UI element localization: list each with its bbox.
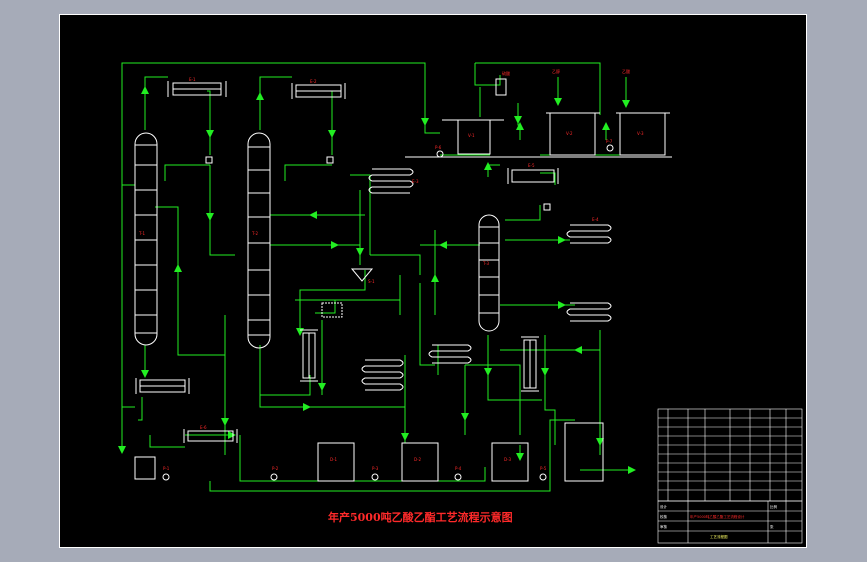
coil-cooler-e7 [566,302,612,322]
drum-d2 [401,442,439,482]
tag-e6: E-6 [200,425,207,430]
filter [321,302,343,318]
drum-d1 [317,442,355,482]
reboiler-1 [135,378,190,394]
coil-cooler-e8 [361,359,404,391]
tb-checked: 校核 [660,514,668,519]
tb-scale: 比例 [770,504,778,509]
column-t1 [134,132,158,346]
instrument-2 [326,156,334,164]
tag-feed-1: 乙醇 [552,68,560,74]
tag-v2: V-2 [566,131,573,136]
tag-e1: E-1 [189,77,196,82]
tag-p7: P-7 [606,139,613,144]
tag-feed-3: 硫酸 [502,70,510,76]
tag-p1: P-1 [163,466,170,471]
drawing-caption: 年产5000吨乙酸乙酯工艺流程示意图 [328,511,513,524]
exchanger-e6 [183,429,238,443]
process-lines [118,62,640,492]
equipment-tags: E-1 E-2 E-3 E-4 E-5 E-6 T-1 T-2 T-3 V-1 … [138,68,644,471]
condenser-e5 [507,168,559,184]
tag-t1: T-1 [138,231,146,236]
tag-p3: P-3 [372,466,379,471]
pumps [162,144,614,481]
equipment [134,78,672,482]
parts-list-table [657,408,803,502]
title-block [657,500,803,544]
tag-feed-2: 乙酸 [622,68,630,74]
tb-drawing-name: 工艺流程图 [710,534,728,539]
title-block-text: 设计 校核 审核 年产5000吨乙酸乙酯工艺流程设计 工艺流程图 比例 张 [660,504,778,539]
separator-s1 [350,268,374,282]
instrument-3 [543,203,551,211]
tag-d1: D-1 [330,457,338,462]
tag-separator: S-1 [368,279,375,284]
drawing-frame: E-1 E-2 E-3 E-4 E-5 E-6 T-1 T-2 T-3 V-1 … [59,14,807,548]
instrument-1 [205,156,213,164]
coil-cooler-e9 [428,344,472,364]
column-t2 [247,132,271,349]
tag-p4: P-4 [455,466,462,471]
feed-tank-v2 [549,112,596,156]
tag-d2: D-2 [414,457,422,462]
tag-e3: E-3 [412,179,419,184]
tag-t2: T-2 [251,231,259,236]
measuring-tank [495,78,507,96]
tag-v1: V-1 [468,133,475,138]
tag-e2: E-2 [310,79,317,84]
small-tank [134,456,156,480]
tag-v3: V-3 [637,131,644,136]
coil-cooler-e4 [566,224,612,244]
tag-p6: P-6 [435,145,442,150]
tag-e5: E-5 [528,163,535,168]
tag-d3: D-3 [504,457,512,462]
drum-d3 [491,442,529,482]
vertical-exchanger-2 [521,336,539,392]
product-tank [564,422,604,482]
column-t3 [478,214,500,332]
tb-approved: 审核 [660,524,668,529]
condenser-e2 [291,83,346,99]
process-flow-diagram: E-1 E-2 E-3 E-4 E-5 E-6 T-1 T-2 T-3 V-1 … [118,62,803,544]
vertical-exchanger-1 [300,329,318,382]
condenser-e1 [167,81,227,97]
coil-cooler-e3 [368,168,414,194]
tag-p5: P-5 [540,466,547,471]
tag-e4: E-4 [592,217,599,222]
tag-p2: P-2 [272,466,279,471]
tb-designed: 设计 [660,504,668,509]
tag-t3: T-3 [482,261,490,266]
tb-sheet: 张 [770,524,774,529]
tb-project: 年产5000吨乙酸乙酯工艺流程设计 [690,514,745,519]
